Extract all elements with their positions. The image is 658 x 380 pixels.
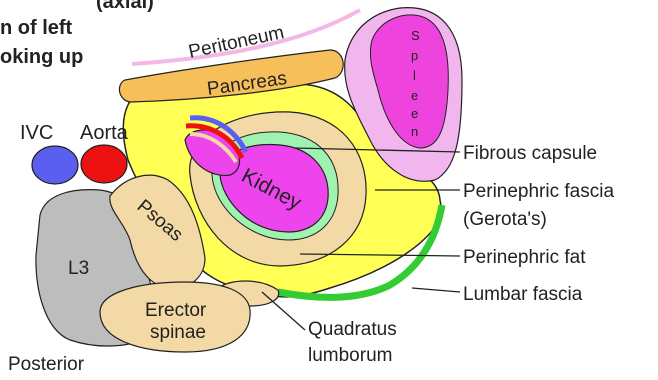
spleen-letter-4: e bbox=[411, 88, 418, 103]
l3-label: L3 bbox=[68, 258, 89, 279]
label-perinephric-fat: Perinephric fat bbox=[463, 247, 586, 268]
spleen-letter-2: p bbox=[411, 48, 418, 63]
ivc-vessel bbox=[32, 146, 78, 184]
label-perinephric-fascia: Perinephric fascia bbox=[463, 181, 614, 202]
label-quadratus-2: lumborum bbox=[308, 345, 392, 366]
aorta-vessel bbox=[81, 145, 127, 183]
spleen-letter-5: e bbox=[411, 106, 418, 121]
ivc-label: IVC bbox=[20, 122, 53, 144]
label-gerotas: (Gerota's) bbox=[463, 209, 547, 230]
spleen-letter-6: n bbox=[411, 124, 418, 139]
spleen-letter-3: l bbox=[413, 68, 416, 83]
aorta-label: Aorta bbox=[80, 122, 129, 144]
erector-label-1: Erector bbox=[145, 300, 207, 321]
label-posterior: Posterior bbox=[8, 354, 85, 375]
header-line-2: n of left bbox=[0, 17, 73, 39]
spleen-letter-1: S bbox=[411, 28, 420, 43]
label-fibrous-capsule: Fibrous capsule bbox=[463, 143, 597, 164]
erector-label-2: spinae bbox=[150, 322, 206, 343]
leader-lumbar-fascia bbox=[412, 288, 460, 292]
header-line-1: (axial) bbox=[96, 0, 154, 13]
label-lumbar-fascia: Lumbar fascia bbox=[463, 284, 583, 305]
header-line-3: oking up bbox=[0, 46, 83, 68]
label-quadratus-1: Quadratus bbox=[308, 319, 397, 340]
